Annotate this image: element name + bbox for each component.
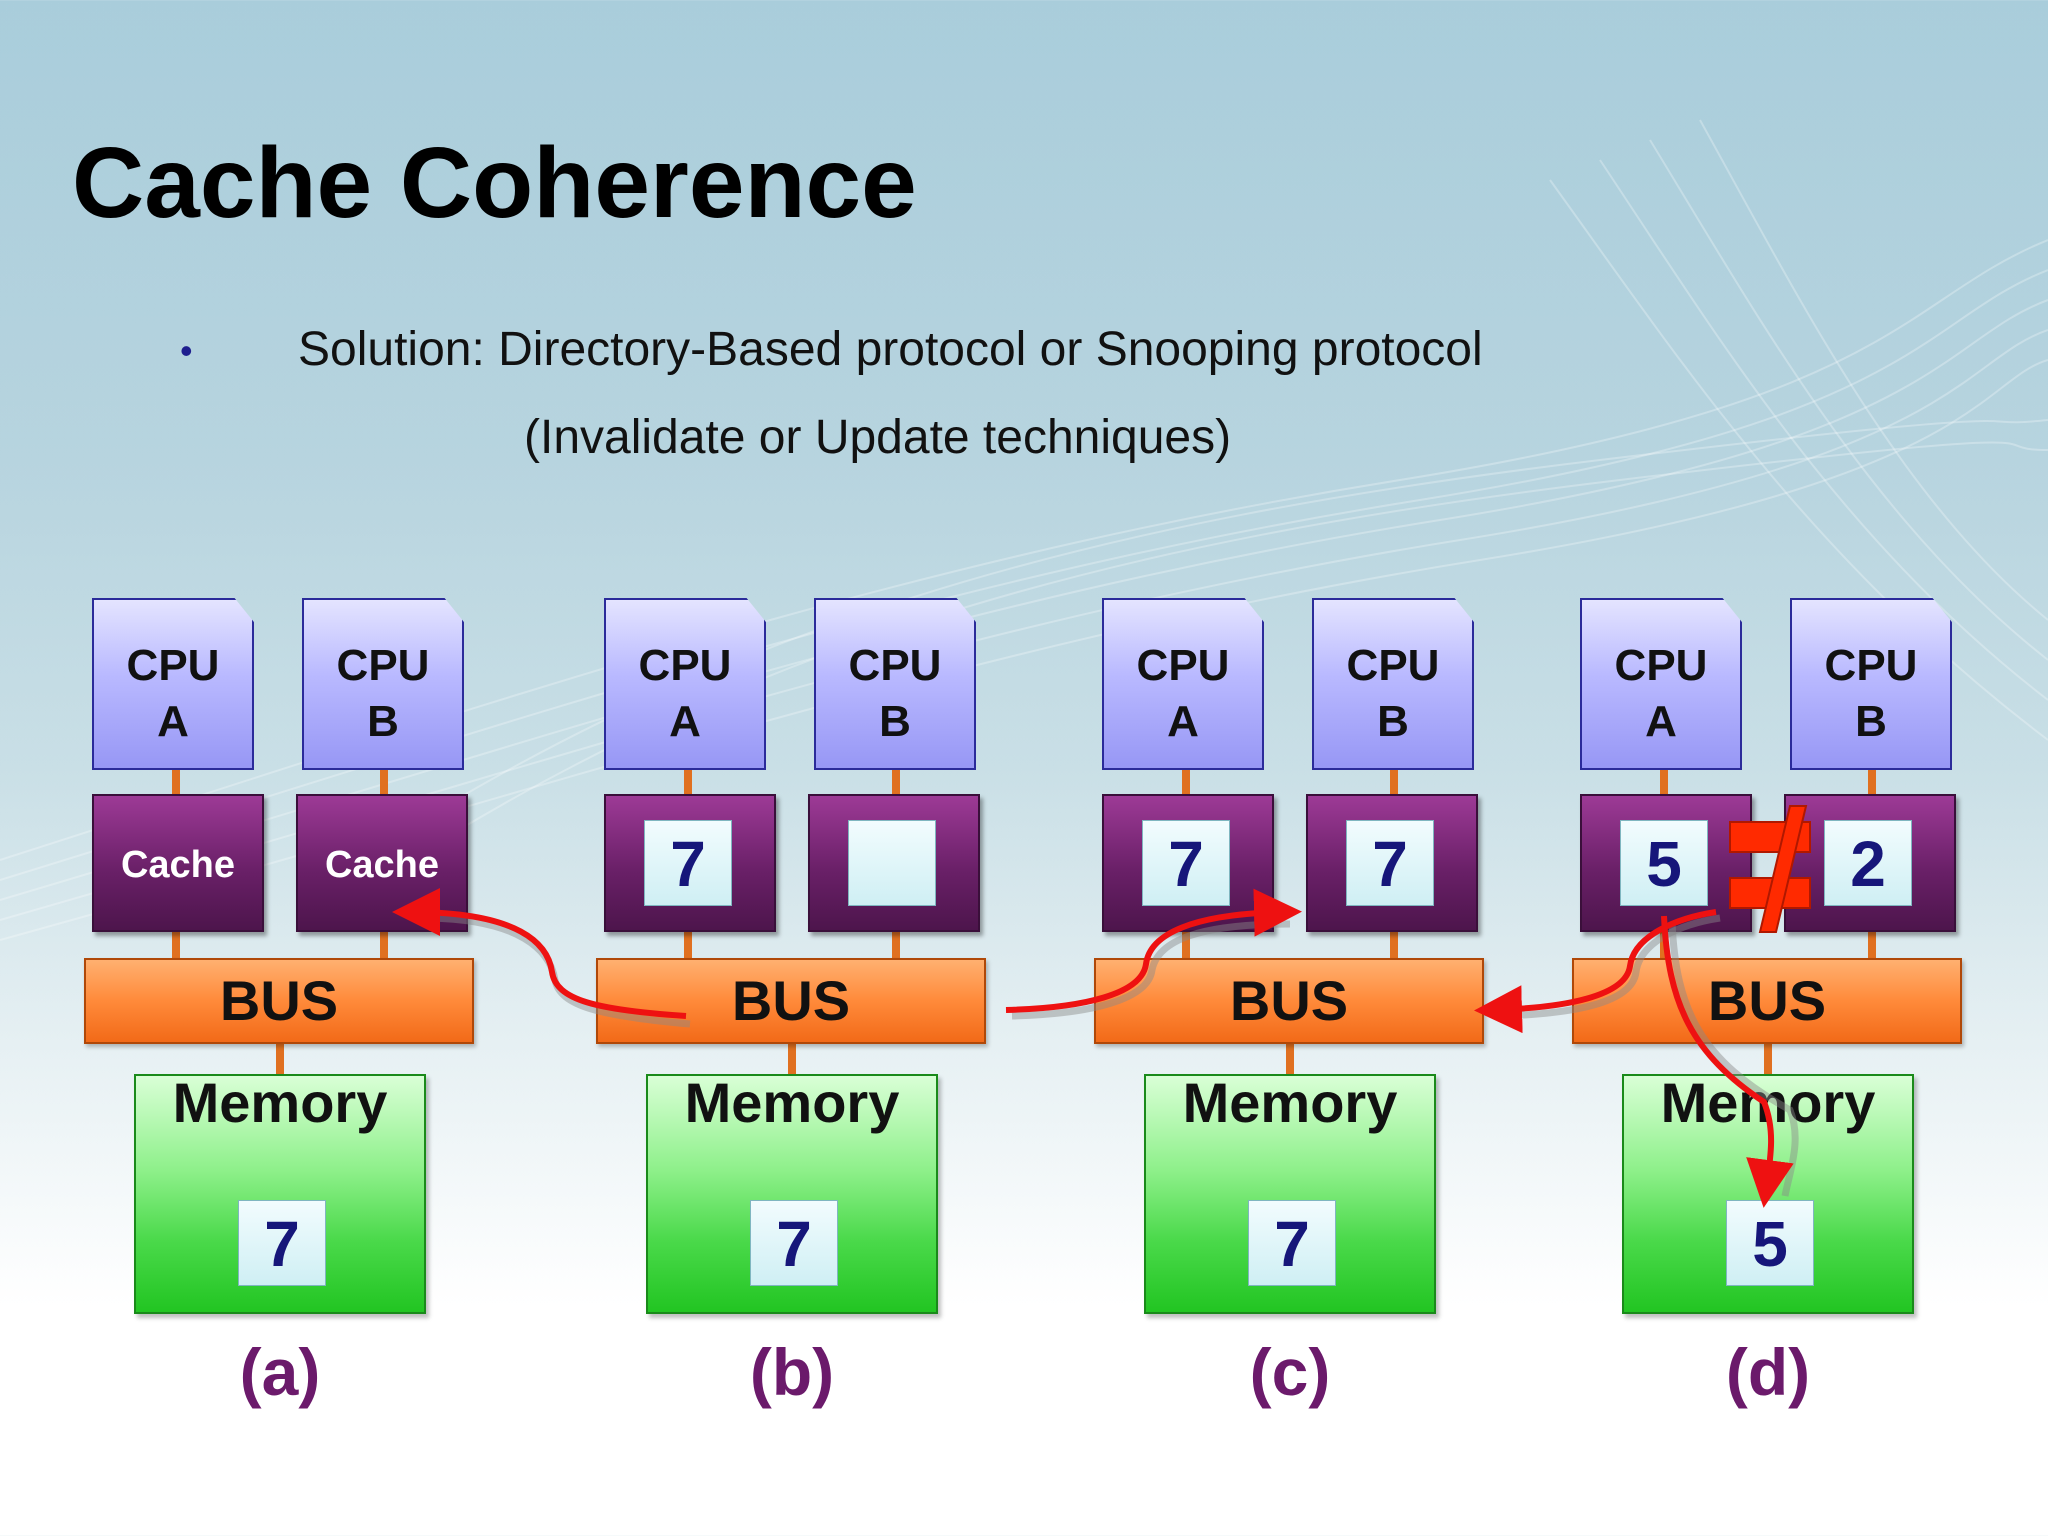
cache-b: 2	[1784, 794, 1956, 932]
bullet-text-line2: (Invalidate or Update techniques)	[524, 411, 1232, 464]
cpu-b-label-line2: B	[1855, 697, 1887, 746]
panel-label: (d)	[1725, 1335, 1811, 1409]
cache-a-value: 5	[1620, 820, 1708, 906]
cpu-b-label-line2: B	[879, 697, 911, 746]
cpu-b-label-line1: CPU	[1346, 641, 1440, 690]
cpu-b-label-line2: B	[367, 697, 399, 746]
cpu-b-label-line1: CPU	[848, 641, 942, 690]
cpu-a-label-line2: A	[1167, 697, 1199, 746]
panel-label: (b)	[749, 1335, 835, 1409]
cpu-b: CPU B	[1790, 598, 1952, 770]
cache-b-label: Cache	[324, 844, 440, 886]
cache-a: 7	[1102, 794, 1274, 932]
cpu-b: CPU B	[1312, 598, 1474, 770]
cpu-a: CPU A	[604, 598, 766, 770]
memory-value: 7	[750, 1200, 838, 1286]
cpu-a: CPU A	[92, 598, 254, 770]
panel-c: CPU A CPU B 7 7 BUS Memory 7 (c)	[1094, 598, 1684, 1418]
cpu-b-label-line2: B	[1377, 697, 1409, 746]
cpu-a: CPU A	[1580, 598, 1742, 770]
cache-b: 7	[1306, 794, 1478, 932]
cache-a-label: Cache	[120, 844, 236, 886]
cpu-a-label-line1: CPU	[1136, 641, 1230, 690]
memory-value: 5	[1726, 1200, 1814, 1286]
panel-a: CPU A CPU B Cache Cache BUS Memory 7 (a)	[84, 598, 674, 1418]
panel-label: (c)	[1249, 1335, 1331, 1409]
memory-value: 7	[238, 1200, 326, 1286]
panel-d: CPU A CPU B 5 2 BUS Memory 5 (d)	[1572, 598, 2048, 1418]
bullet-marker: •	[180, 330, 193, 371]
cpu-a-label-line1: CPU	[1614, 641, 1708, 690]
memory: Memory 7	[1144, 1071, 1436, 1314]
cpu-a-label-line1: CPU	[638, 641, 732, 690]
cache-a-value: 7	[644, 820, 732, 906]
memory: Memory 5	[1622, 1071, 1914, 1314]
cache-b: Cache	[296, 794, 468, 932]
cache-b	[808, 794, 980, 932]
panel-label: (a)	[239, 1335, 321, 1409]
memory-value: 7	[1248, 1200, 1336, 1286]
bus: BUS	[1094, 958, 1484, 1044]
memory: Memory 7	[646, 1071, 938, 1314]
cache-a-value: 7	[1142, 820, 1230, 906]
cpu-a-label-line2: A	[157, 697, 189, 746]
cache-b-value: 7	[1346, 820, 1434, 906]
cpu-a: CPU A	[1102, 598, 1264, 770]
bus: BUS	[84, 958, 474, 1044]
cpu-b-label-line1: CPU	[1824, 641, 1918, 690]
cache-b-value: 2	[1824, 820, 1912, 906]
memory-label: Memory	[1182, 1071, 1398, 1134]
bus: BUS	[1572, 958, 1962, 1044]
cpu-a-label-line2: A	[1645, 697, 1677, 746]
cpu-a-label-line2: A	[669, 697, 701, 746]
cache-b-value	[848, 820, 936, 906]
bus: BUS	[596, 958, 986, 1044]
panel-b: CPU A CPU B 7 BUS Memory 7 (b)	[596, 598, 1186, 1418]
cache-a: 7	[604, 794, 776, 932]
cache-a: Cache	[92, 794, 264, 932]
cpu-b: CPU B	[302, 598, 464, 770]
memory-label: Memory	[1660, 1071, 1876, 1134]
memory-label: Memory	[684, 1071, 900, 1134]
cpu-a-label-line1: CPU	[126, 641, 220, 690]
cache-a: 5	[1580, 794, 1752, 932]
cpu-b: CPU B	[814, 598, 976, 770]
bullet-text-line1: Solution: Directory-Based protocol or Sn…	[298, 323, 1483, 376]
slide-title: Cache Coherence	[72, 127, 917, 239]
cpu-b-label-line1: CPU	[336, 641, 430, 690]
memory: Memory 7	[134, 1071, 426, 1314]
memory-label: Memory	[172, 1071, 388, 1134]
